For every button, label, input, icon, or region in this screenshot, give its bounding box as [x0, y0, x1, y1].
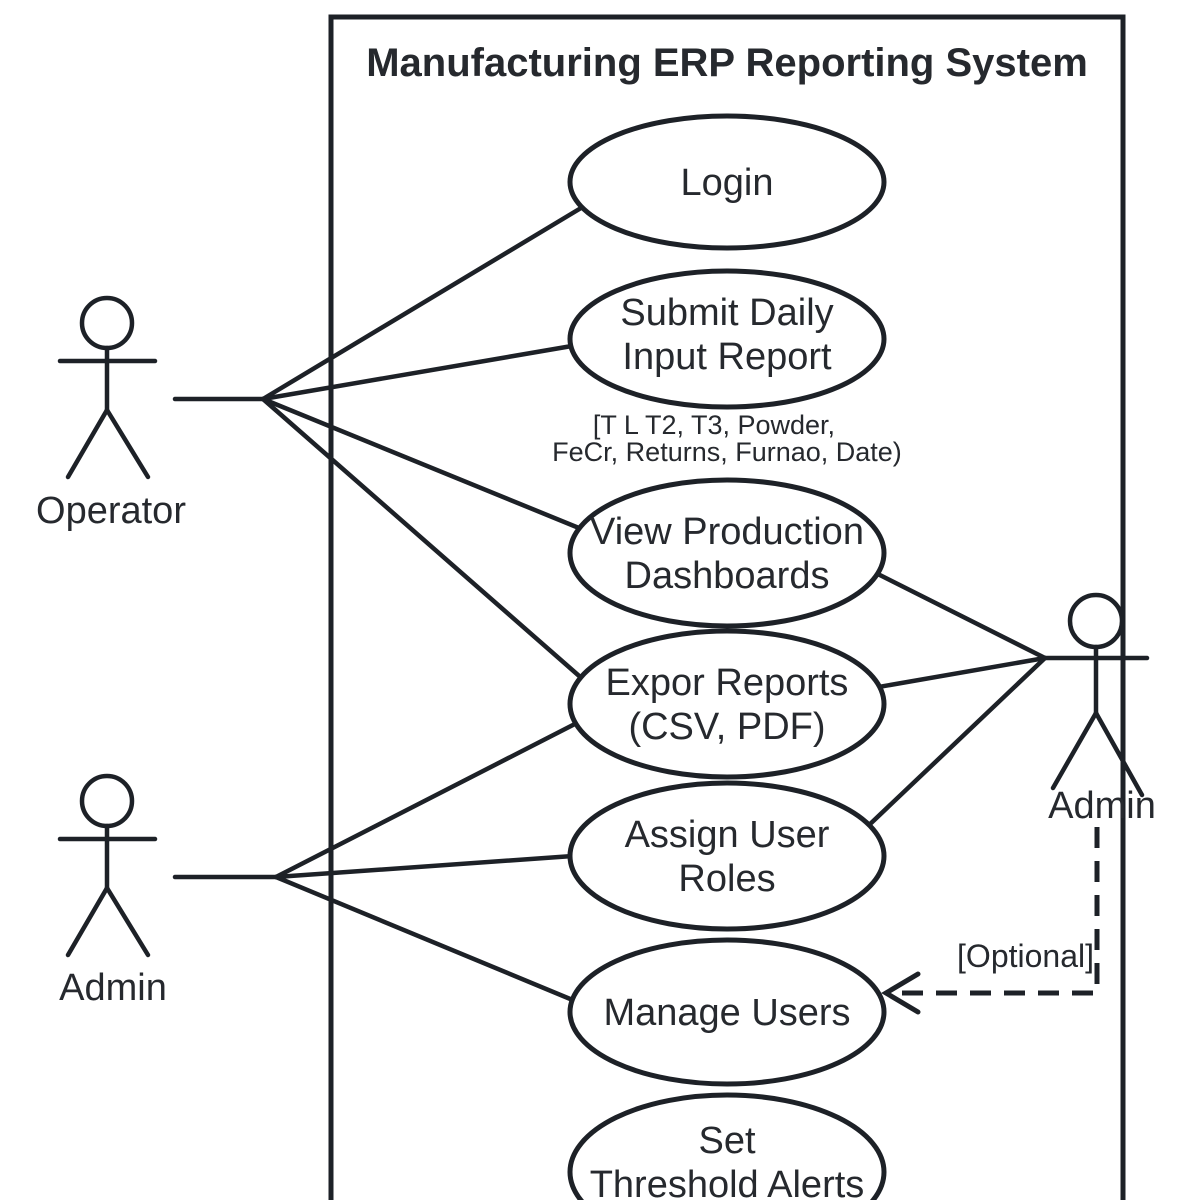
optional-dependency-arrowhead	[881, 971, 921, 1015]
diagram-title: Manufacturing ERP Reporting System	[366, 41, 1088, 85]
operator-head	[79, 295, 135, 351]
association-admin-manage-users	[273, 874, 607, 1016]
admin-left-head	[79, 773, 135, 829]
use-case-set-threshold-alerts-label: Threshold Alerts	[590, 1164, 865, 1200]
use-case-manage-users-ellipse	[567, 937, 887, 1087]
association-operator-submit-report	[260, 338, 604, 402]
actor-admin-right: Admin	[1042, 592, 1156, 827]
use-case-view-dashboards-label: Dashboards	[625, 555, 830, 597]
use-case-submit-report-label: Input Report	[622, 336, 832, 378]
association-admin-right-view-dashboards	[847, 557, 1048, 661]
operator-right-leg	[104, 407, 151, 480]
use-case-view-dashboards-ellipse	[567, 477, 887, 629]
use-case-set-threshold-alerts-label: Set	[698, 1120, 755, 1162]
use-case-assign-roles-label: Assign User	[625, 814, 830, 856]
association-admin-export-reports	[273, 703, 613, 880]
use-case-export-reports-ellipse	[567, 628, 887, 780]
actor-admin-left-label: Admin	[59, 967, 167, 1009]
use-case-view-dashboards-label: View Production	[590, 511, 864, 553]
optional-dependency-label: [Optional]	[957, 938, 1094, 974]
actor-operator-label: Operator	[36, 490, 186, 532]
operator-left-leg	[65, 407, 110, 480]
admin-right-left-leg	[1050, 710, 1099, 791]
use-case-submit-report-label: Submit Daily	[620, 292, 833, 334]
use-case-assign-roles-label: Roles	[678, 858, 775, 900]
association-admin-right-export-reports	[847, 655, 1048, 695]
use-case-set-threshold-alerts-ellipse	[567, 1092, 887, 1200]
actor-operator: Operator	[36, 295, 186, 532]
admin-right-right-leg	[1093, 710, 1145, 798]
use-case-login-label: Login	[681, 162, 774, 204]
actor-admin-right-label: Admin	[1048, 785, 1156, 827]
association-operator-view-dashboards	[260, 396, 604, 540]
admin-left-left-leg	[65, 885, 110, 958]
use-case-assign-roles-ellipse	[567, 780, 887, 932]
actor-admin-left: Admin	[57, 773, 167, 1009]
association-admin-assign-roles	[273, 851, 604, 880]
admin-left-right-leg	[104, 885, 151, 958]
use-case-export-reports-label: Expor Reports	[606, 662, 849, 704]
association-operator-login	[260, 193, 604, 402]
use-case-export-reports-label: (CSV, PDF)	[628, 706, 825, 748]
submit-report-note: FeCr, Returns, Furnao, Date)	[552, 437, 902, 467]
use-case-submit-report-ellipse	[567, 268, 887, 410]
association-admin-right-assign-roles	[845, 655, 1048, 848]
use-case-login-ellipse	[567, 113, 887, 251]
use-case-manage-users-label: Manage Users	[603, 992, 850, 1034]
association-operator-export-reports	[260, 396, 613, 706]
submit-report-note: [T L T2, T3, Powder,	[593, 410, 835, 440]
